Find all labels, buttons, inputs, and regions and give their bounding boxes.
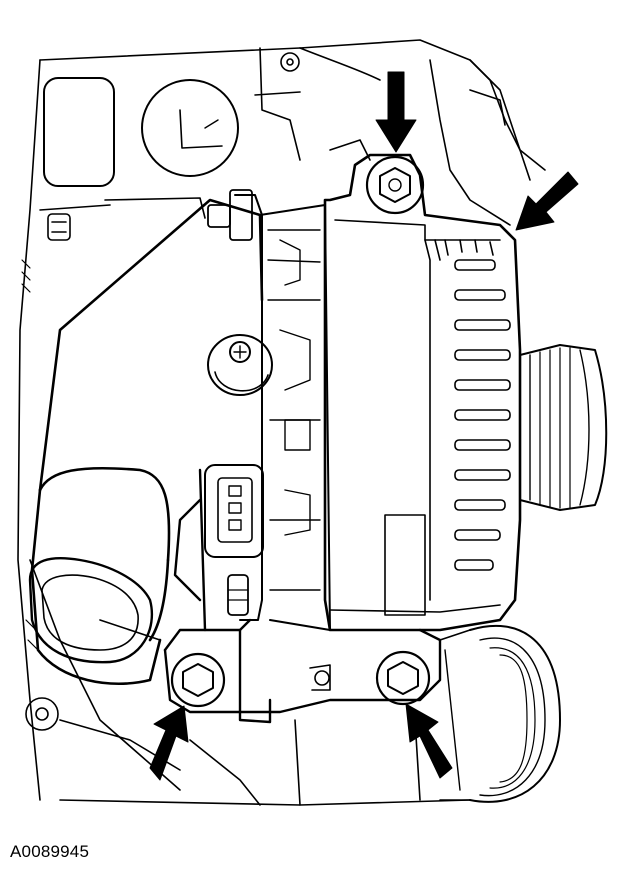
alternator-electrical-connector [204, 464, 264, 558]
intake-duct-opening [28, 557, 153, 664]
alternator-bracket [163, 468, 442, 724]
lower-left-mounting-bolt [170, 652, 226, 708]
engine-stud-top [280, 52, 300, 72]
callout-arrow-lower-right-bolt [405, 703, 453, 779]
alternator-cooling-slots [434, 239, 511, 571]
alternator-pulley [519, 344, 608, 511]
lower-pulley [439, 625, 561, 803]
engine-stud-left [47, 213, 71, 241]
alternator-housing [323, 153, 522, 632]
upper-mounting-bolt [365, 155, 425, 215]
alternator-rear-housing [234, 194, 331, 631]
lower-right-mounting-bolt [375, 650, 431, 706]
engine-block-outline [17, 39, 546, 806]
engine-boss-rect [43, 77, 115, 187]
engine-stud-lower-left [25, 697, 59, 731]
figure-identifier: A0089945 [10, 842, 90, 861]
callout-arrow-lower-left-bolt [149, 705, 189, 781]
engine-port-circle [141, 79, 239, 177]
alternator-terminal-post [207, 334, 273, 396]
alternator-upper-stud [207, 189, 253, 241]
callout-arrow-housing [515, 171, 579, 231]
callout-arrow-upper-bolt [375, 71, 417, 153]
alternator-lower-stud [227, 574, 249, 616]
intake-duct [30, 198, 264, 686]
alternator [204, 153, 522, 632]
